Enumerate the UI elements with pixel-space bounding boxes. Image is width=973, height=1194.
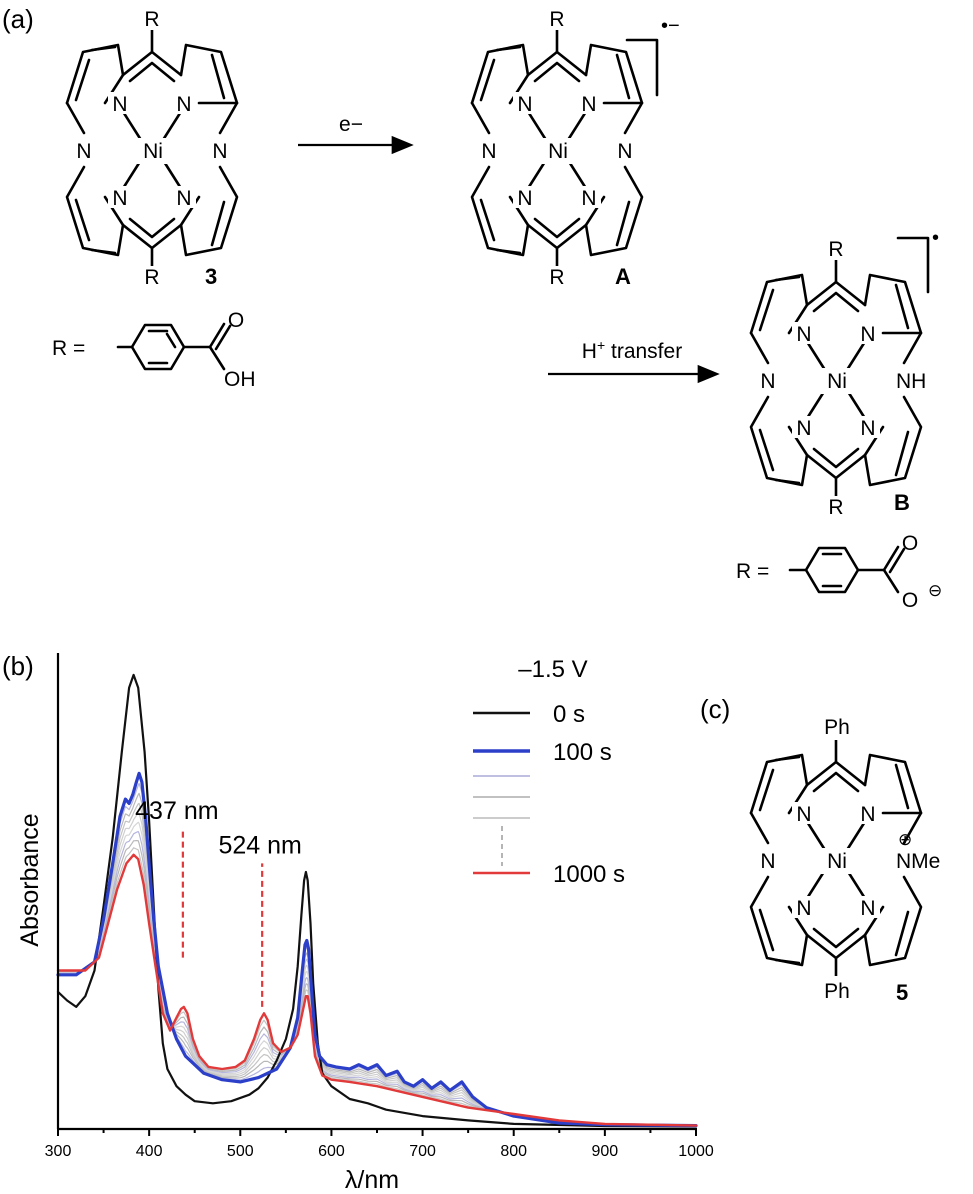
minus-charge-icon: ⊖: [928, 581, 942, 600]
compound-3-label: 3: [205, 264, 217, 289]
x-tick-label: 700: [409, 1143, 436, 1160]
compound-A-structure: N N N N N N Ni R R A •−: [470, 8, 680, 290]
atom-N: N: [212, 140, 227, 163]
annotation-label: 524 nm: [218, 831, 301, 859]
x-tick-label: 600: [318, 1143, 345, 1160]
spectrum-line-1000s: [56, 853, 698, 1127]
compound-B-structure: N N N N N NH Ni R R B •: [749, 227, 939, 520]
atom-R: R: [549, 266, 564, 289]
annotation-label: 437 nm: [135, 797, 218, 825]
y-axis-title: Absorbance: [16, 813, 44, 946]
atom-R: R: [828, 238, 843, 261]
panel-label-a: (a): [2, 4, 34, 34]
compound-B-label: B: [894, 490, 910, 515]
R-definition-label: R =: [52, 337, 85, 360]
atom-O: O: [228, 309, 244, 332]
atom-N: N: [176, 93, 191, 116]
x-tick-label: 500: [227, 1143, 254, 1160]
atom-Ni: Ni: [827, 850, 847, 873]
atom-N: N: [581, 93, 596, 116]
atom-N: N: [796, 417, 811, 440]
atom-NMe: NMe: [896, 850, 940, 873]
atom-Ph: Ph: [824, 716, 850, 739]
atom-N: N: [796, 323, 811, 346]
x-tick-label: 800: [500, 1143, 527, 1160]
atom-Ni: Ni: [827, 370, 847, 393]
atom-N: N: [481, 140, 496, 163]
atom-N: N: [176, 187, 191, 210]
x-axis-title: λ/nm: [345, 1166, 399, 1194]
intermediate-spectra: [57, 782, 697, 1127]
atom-OH: OH: [224, 368, 256, 391]
spectra-series: [56, 673, 698, 1128]
atom-N: N: [760, 370, 775, 393]
atom-N: N: [860, 803, 875, 826]
compound-A-label: A: [615, 264, 631, 289]
x-tick-label: 300: [45, 1143, 72, 1160]
atom-N: N: [112, 187, 127, 210]
compound-3-structure: N N N N N N Ni R R 3: [65, 8, 239, 290]
legend-label: 100 s: [553, 739, 612, 766]
legend-title: –1.5 V: [518, 656, 587, 683]
R-definition-label: R =: [736, 560, 769, 583]
intermediate-spectrum-line: [57, 821, 697, 1127]
reduction-arrow-label: e−: [339, 113, 363, 136]
atom-R: R: [549, 8, 564, 31]
intermediate-spectrum-line: [57, 802, 697, 1127]
atom-Ph: Ph: [824, 980, 850, 1003]
intermediate-spectrum-line: [57, 847, 697, 1127]
intermediate-spectrum-line: [57, 840, 697, 1127]
atom-N: N: [517, 187, 532, 210]
x-tick-label: 900: [592, 1143, 619, 1160]
compound-5-label: 5: [896, 980, 908, 1005]
atom-Ni: Ni: [143, 140, 163, 163]
x-tick-label: 400: [136, 1143, 163, 1160]
atom-O: O: [902, 532, 918, 555]
panel-label-c: (c): [700, 694, 730, 724]
atom-N: N: [112, 93, 127, 116]
intermediate-spectrum-line: [57, 812, 697, 1127]
atom-NH: NH: [896, 370, 926, 393]
x-tick-label: 1000: [678, 1143, 714, 1160]
atom-N: N: [796, 803, 811, 826]
atom-N: N: [76, 140, 91, 163]
atom-N: N: [760, 850, 775, 873]
atom-N: N: [581, 187, 596, 210]
atom-R: R: [144, 8, 159, 31]
intermediate-spectrum-line: [57, 830, 697, 1127]
atom-R: R: [828, 496, 843, 519]
atom-N: N: [517, 93, 532, 116]
atom-N: N: [796, 897, 811, 920]
R-group-definition-carboxylate: R = O O ⊖: [736, 532, 942, 612]
atom-N: N: [860, 417, 875, 440]
radical-anion-charge: •−: [661, 15, 680, 37]
atom-R: R: [144, 266, 159, 289]
intermediate-spectrum-line: [57, 792, 697, 1127]
legend-label: 1000 s: [553, 861, 625, 888]
radical-charge: •: [932, 227, 939, 249]
atom-N: N: [860, 323, 875, 346]
R-group-definition-acid: R = O OH: [52, 309, 256, 391]
legend-label: 0 s: [553, 701, 585, 728]
atom-N: N: [860, 897, 875, 920]
x-axis-ticks: 300 400 500 600 700 800 900 1000: [45, 1129, 714, 1160]
spectrum-line-100s: [56, 771, 698, 1128]
proton-transfer-label: H+ transfer: [582, 337, 682, 363]
spectrum-line-0s: [56, 673, 698, 1128]
atom-Ni: Ni: [548, 140, 568, 163]
chart-legend: –1.5 V 0 s 100 s 1000 s: [473, 656, 625, 888]
plus-charge-icon: ⊕: [898, 830, 912, 849]
atom-N: N: [617, 140, 632, 163]
compound-5-structure: N N N N N NMe ⊕ Ni Ph Ph 5: [749, 716, 944, 1005]
intermediate-spectrum-line: [57, 782, 697, 1127]
panel-label-b: (b): [2, 651, 34, 681]
atom-O: O: [902, 589, 918, 612]
